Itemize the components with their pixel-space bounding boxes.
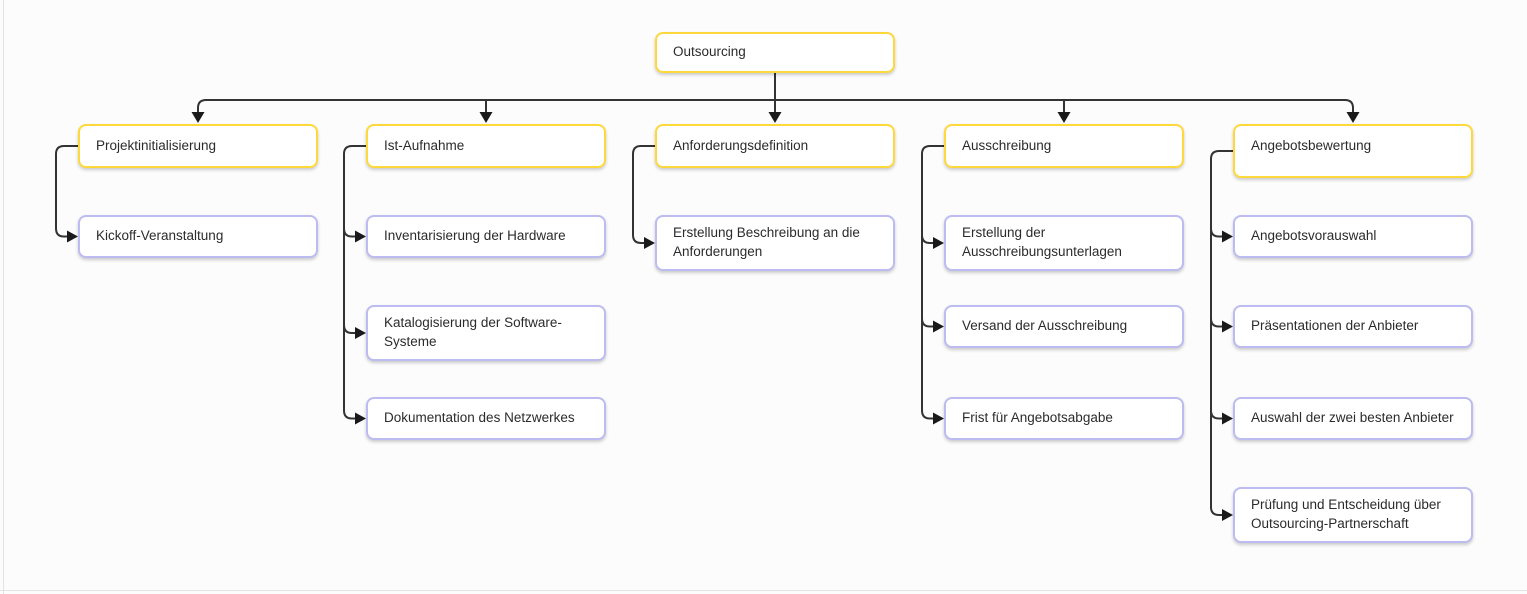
node-pruefung-entscheidung[interactable]: Prüfung und Entscheidung über Outsourcin… (1233, 487, 1473, 543)
canvas-edge-bottom (0, 590, 1527, 591)
node-label: Katalogisierung der Software-Systeme (384, 315, 562, 349)
node-versand-ausschreibung[interactable]: Versand der Ausschreibung (944, 305, 1184, 348)
node-praesentationen-anbieter[interactable]: Präsentationen der Anbieter (1233, 305, 1473, 348)
node-auswahl-beste-anbieter[interactable]: Auswahl der zwei besten Anbieter (1233, 397, 1473, 440)
node-label: Erstellung der Ausschreibungsunterlagen (962, 225, 1122, 259)
node-label: Versand der Ausschreibung (962, 318, 1128, 334)
node-label: Erstellung Beschreibung an die Anforderu… (673, 225, 860, 259)
node-label: Projektinitialisierung (96, 137, 217, 153)
node-label: Inventarisierung der Hardware (384, 228, 566, 244)
node-label: Frist für Angebotsabgabe (962, 410, 1113, 426)
node-label: Anforderungsdefinition (673, 137, 809, 153)
node-ausschreibung[interactable]: Ausschreibung (944, 124, 1184, 168)
node-angebotsvorauswahl[interactable]: Angebotsvorauswahl (1233, 215, 1473, 258)
node-frist-angebotsabgabe[interactable]: Frist für Angebotsabgabe (944, 397, 1184, 440)
node-label: Dokumentation des Netzwerkes (384, 410, 575, 426)
node-angebotsbewertung[interactable]: Angebotsbewertung (1233, 124, 1473, 178)
node-label: Ist-Aufnahme (384, 137, 465, 153)
node-ist-aufnahme[interactable]: Ist-Aufnahme (366, 124, 606, 168)
node-outsourcing[interactable]: Outsourcing (655, 32, 895, 73)
node-label: Kickoff-Veranstaltung (96, 228, 224, 244)
node-projektinitialisierung[interactable]: Projektinitialisierung (78, 124, 318, 168)
node-label: Auswahl der zwei besten Anbieter (1251, 410, 1454, 426)
node-label: Präsentationen der Anbieter (1251, 318, 1419, 334)
node-label: Angebotsbewertung (1251, 138, 1372, 153)
node-label: Outsourcing (673, 44, 746, 60)
node-inventarisierung-hardware[interactable]: Inventarisierung der Hardware (366, 215, 606, 258)
node-label: Angebotsvorauswahl (1251, 228, 1377, 244)
node-kickoff-veranstaltung[interactable]: Kickoff-Veranstaltung (78, 215, 318, 258)
node-erstellung-unterlagen[interactable]: Erstellung der Ausschreibungsunterlagen (944, 215, 1184, 271)
node-label: Ausschreibung (962, 137, 1052, 153)
node-anforderungsdefinition[interactable]: Anforderungsdefinition (655, 124, 895, 168)
node-label: Prüfung und Entscheidung über Outsourcin… (1251, 497, 1441, 531)
canvas-edge-left (3, 0, 4, 594)
node-dokumentation-netzwerk[interactable]: Dokumentation des Netzwerkes (366, 397, 606, 440)
node-katalogisierung-software[interactable]: Katalogisierung der Software-Systeme (366, 305, 606, 361)
node-erstellung-beschreibung[interactable]: Erstellung Beschreibung an die Anforderu… (655, 215, 895, 271)
